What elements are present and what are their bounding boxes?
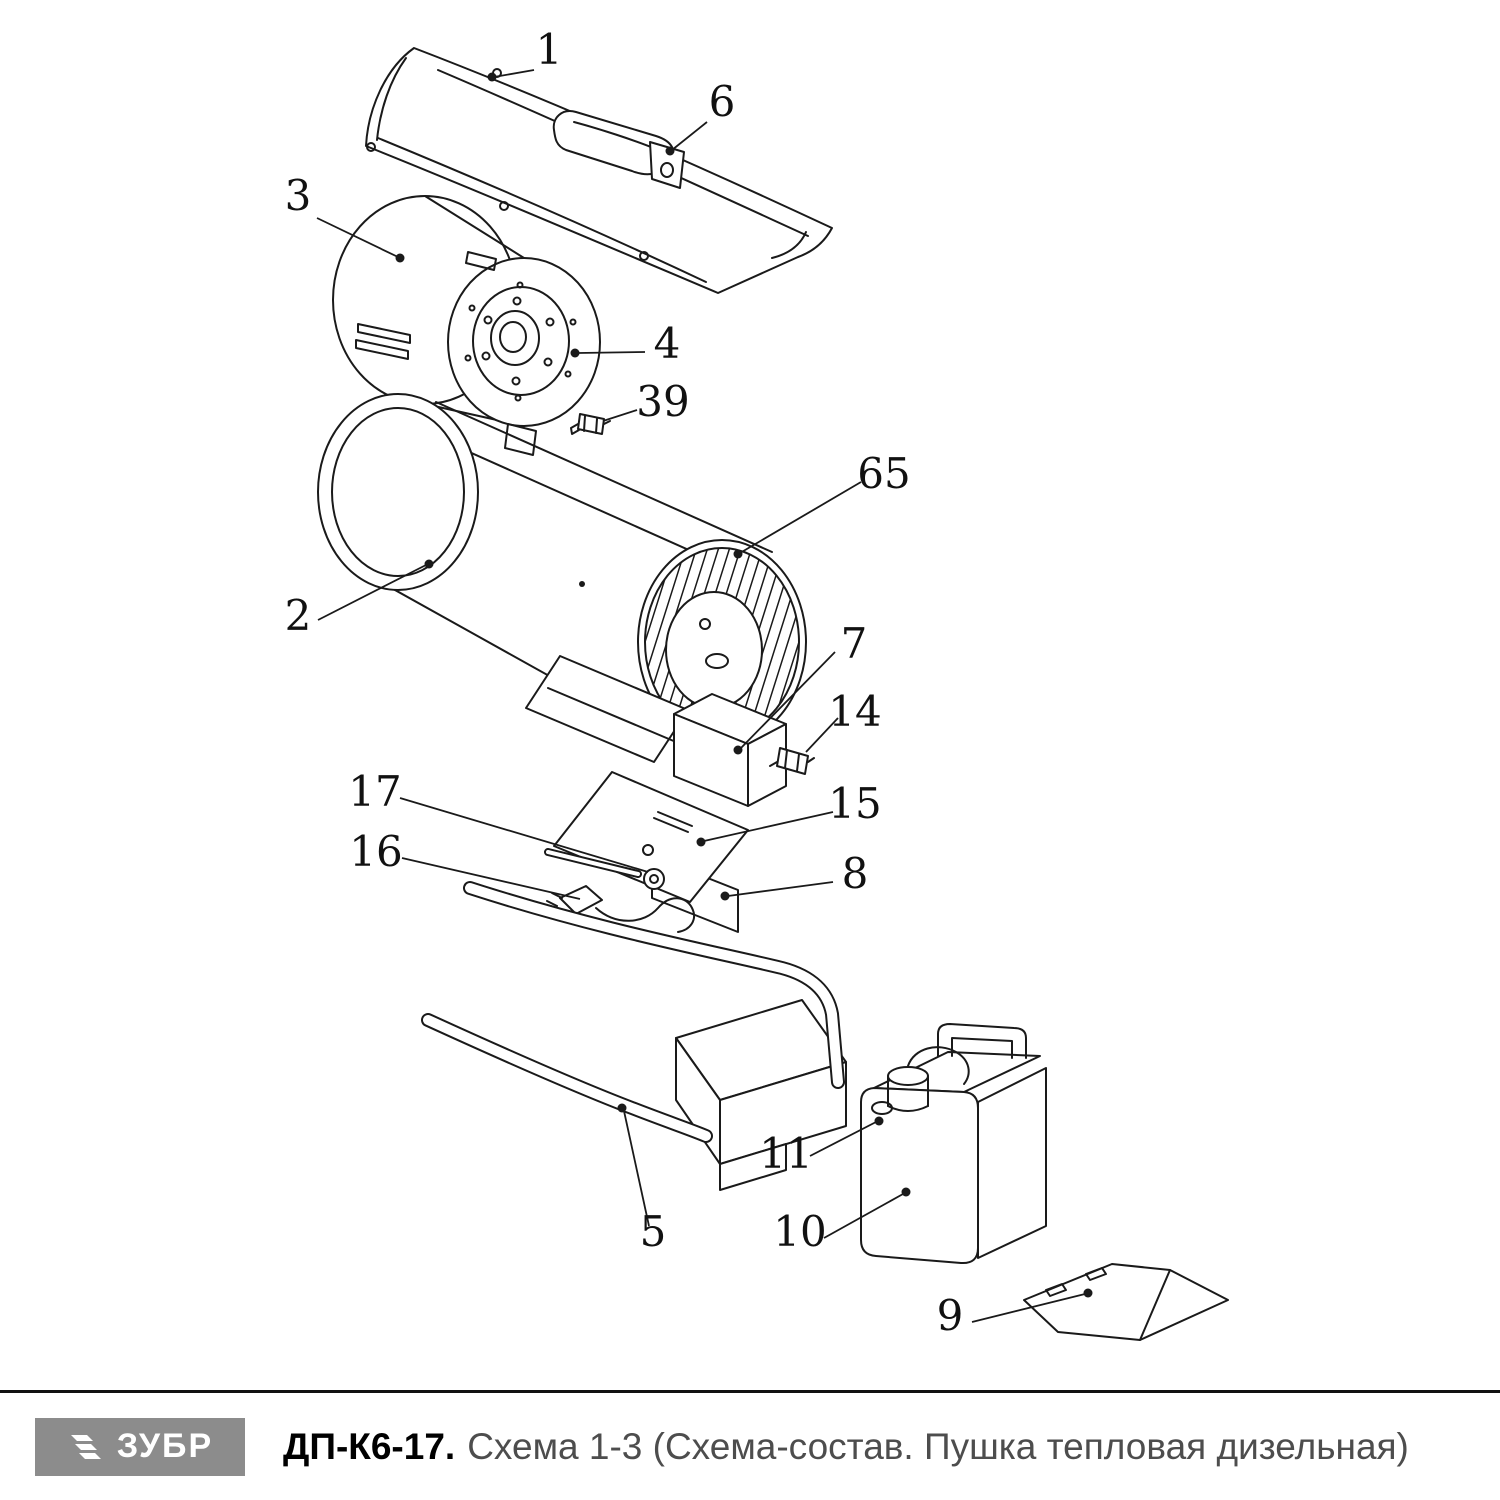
part-power-cord-16 bbox=[546, 885, 696, 933]
zubr-logo-text: ЗУБР bbox=[116, 1427, 214, 1465]
part-fuel-line-17 bbox=[544, 848, 665, 890]
callout-1-label: 1 bbox=[536, 25, 563, 74]
part-fuel-pickup-11 bbox=[871, 1046, 970, 1115]
part-motor-plate bbox=[464, 281, 577, 402]
callout-4: 4 bbox=[570, 319, 681, 368]
callout-16-label: 16 bbox=[349, 827, 402, 876]
diagram-caption: ДП-К6-17. Схема 1-3 (Схема-состав. Пушка … bbox=[283, 1426, 1409, 1468]
callout-7: 7 bbox=[733, 619, 868, 755]
callout-39-label: 39 bbox=[636, 377, 689, 426]
callout-2-label: 2 bbox=[285, 591, 312, 640]
callout-14: 14 bbox=[805, 687, 882, 753]
callout-65: 65 bbox=[733, 449, 911, 559]
callout-15-label: 15 bbox=[828, 779, 881, 828]
callout-16: 16 bbox=[349, 827, 581, 900]
part-cover-tray-9 bbox=[1023, 1263, 1229, 1341]
footer: ЗУБР ДП-К6-17. Схема 1-3 (Схема-состав. П… bbox=[0, 1390, 1500, 1500]
part-carry-handle bbox=[552, 110, 685, 189]
callout-10: 10 bbox=[773, 1187, 911, 1256]
callout-7-label: 7 bbox=[841, 619, 868, 668]
exploded-view-diagram: 1 6 3 4 39 65 2 bbox=[285, 25, 1229, 1341]
callout-39: 39 bbox=[602, 377, 690, 426]
callout-65-label: 65 bbox=[857, 449, 910, 498]
model-code: ДП-К6-17. bbox=[283, 1425, 456, 1467]
callout-11: 11 bbox=[759, 1116, 884, 1178]
callout-17: 17 bbox=[348, 767, 649, 873]
callout-11-label: 11 bbox=[759, 1129, 812, 1178]
callout-3: 3 bbox=[285, 171, 405, 263]
callout-15: 15 bbox=[696, 779, 882, 847]
callout-8-label: 8 bbox=[842, 849, 869, 898]
part-outer-shell bbox=[317, 393, 807, 745]
part-clip-14 bbox=[769, 747, 815, 775]
callout-14-label: 14 bbox=[828, 687, 881, 736]
part-fastener-39 bbox=[570, 413, 611, 435]
part-fuel-tank-10 bbox=[860, 1023, 1047, 1265]
part-mounting-plate-15 bbox=[553, 771, 749, 903]
callout-5: 5 bbox=[617, 1103, 667, 1256]
callout-6-label: 6 bbox=[709, 77, 736, 126]
callout-1: 1 bbox=[487, 25, 563, 82]
callout-9: 9 bbox=[937, 1288, 1093, 1340]
zubr-logo: ЗУБР bbox=[35, 1417, 245, 1476]
callout-5-label: 5 bbox=[640, 1207, 667, 1256]
callout-3-label: 3 bbox=[285, 171, 312, 220]
zubr-chevrons-icon bbox=[67, 1427, 107, 1467]
callout-17-label: 17 bbox=[348, 767, 401, 816]
callout-4-label: 4 bbox=[654, 319, 681, 368]
caption-subtitle: Схема 1-3 (Схема-состав. Пушка тепловая … bbox=[467, 1425, 1409, 1467]
part-chamber-base-plate bbox=[525, 655, 689, 763]
callout-6: 6 bbox=[665, 77, 736, 156]
callout-10-label: 10 bbox=[773, 1207, 826, 1256]
callout-8: 8 bbox=[720, 849, 869, 901]
callout-9-label: 9 bbox=[937, 1291, 964, 1340]
part-handle-frame-5 bbox=[421, 881, 845, 1143]
callout-2: 2 bbox=[285, 559, 434, 640]
